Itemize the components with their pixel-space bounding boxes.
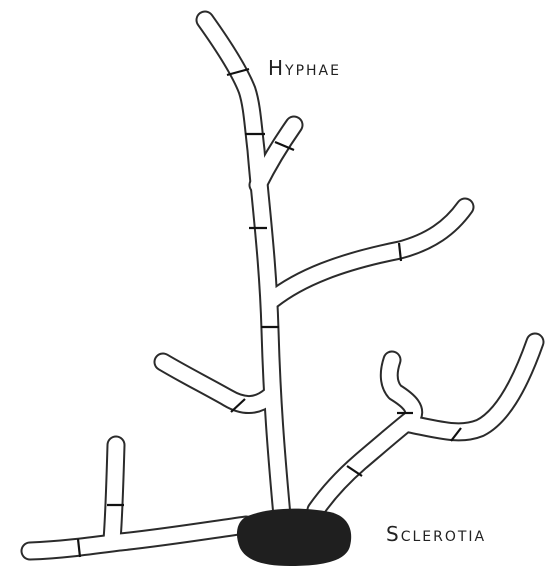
left-middle-branch	[163, 362, 270, 405]
hyphae-label: Hyphae	[268, 56, 341, 80]
main-hypha	[205, 20, 282, 516]
right-upper-branch	[272, 207, 465, 300]
left-upright-branch	[112, 445, 116, 540]
sclerotium	[237, 509, 351, 566]
sclerotia-label: Sclerotia	[386, 522, 486, 546]
hyphae-network	[30, 20, 535, 557]
